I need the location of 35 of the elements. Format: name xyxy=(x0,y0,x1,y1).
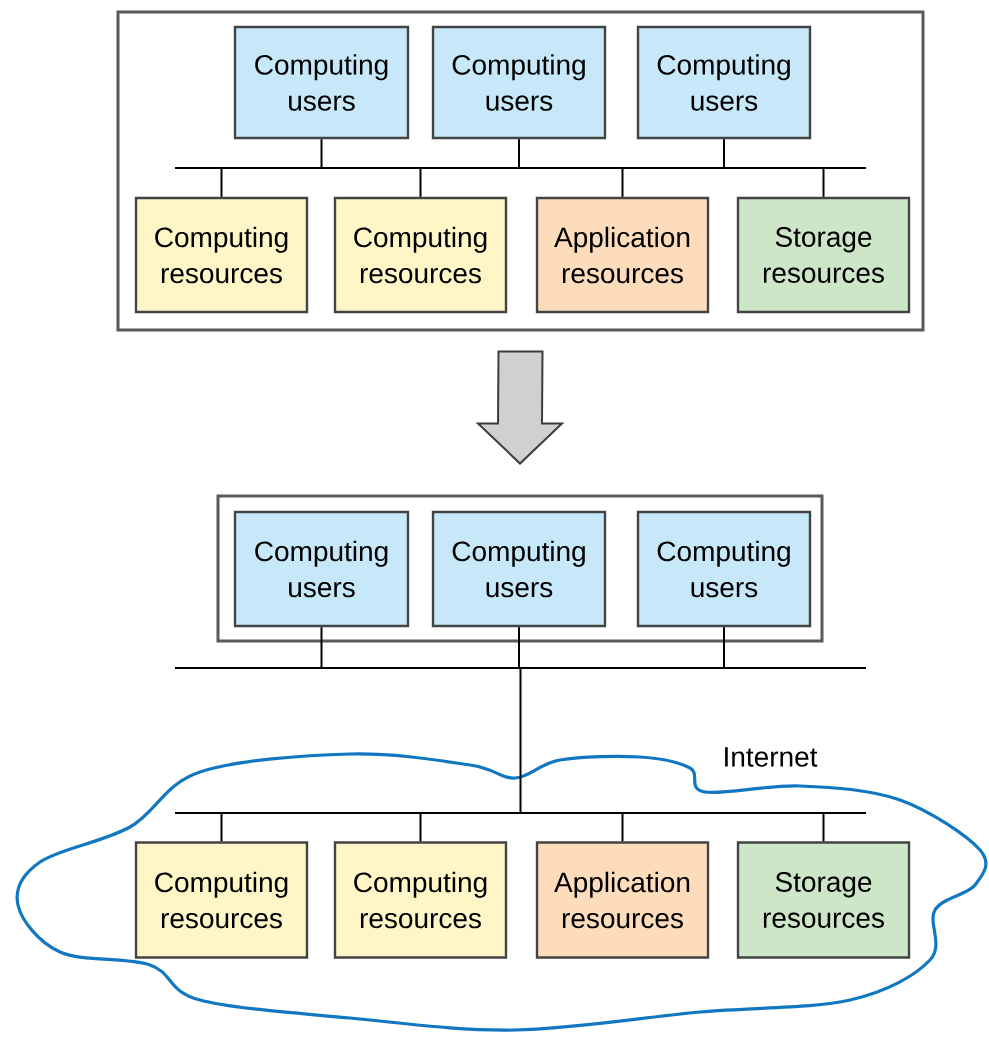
connector-line xyxy=(419,813,422,843)
user-box: Computing users xyxy=(431,25,607,140)
resource-box: Storage resources xyxy=(736,841,911,959)
resource-box: Application resources xyxy=(535,196,710,314)
resource-box: Computing resources xyxy=(333,841,508,959)
user-box: Computing users xyxy=(636,25,812,140)
connector-line xyxy=(419,168,422,198)
user-box: Computing users xyxy=(233,510,410,628)
block-arrow xyxy=(475,350,565,465)
connector-line xyxy=(220,168,223,198)
frame-box xyxy=(116,10,925,332)
resource-box: Application resources xyxy=(535,841,710,959)
connector-line xyxy=(220,813,223,843)
connector-line xyxy=(822,813,825,843)
connector-line xyxy=(621,813,624,843)
connector-line xyxy=(320,138,323,168)
connector-line xyxy=(320,626,323,668)
bus-line xyxy=(174,667,867,669)
bus-line xyxy=(174,812,867,814)
connector-line xyxy=(518,626,520,668)
user-box: Computing users xyxy=(636,510,812,628)
bus-line xyxy=(174,167,867,169)
user-box: Computing users xyxy=(233,25,410,140)
connector-line xyxy=(822,168,825,198)
resource-box: Computing resources xyxy=(134,196,309,314)
resource-box: Storage resources xyxy=(736,196,911,314)
resource-box: Computing resources xyxy=(134,841,309,959)
connector-line xyxy=(519,668,522,813)
connector-line xyxy=(723,138,725,168)
connector-line xyxy=(621,168,624,198)
connector-line xyxy=(518,138,520,168)
frame-box xyxy=(216,494,824,643)
connector-line xyxy=(723,626,725,668)
resource-box: Computing resources xyxy=(333,196,508,314)
user-box: Computing users xyxy=(431,510,607,628)
